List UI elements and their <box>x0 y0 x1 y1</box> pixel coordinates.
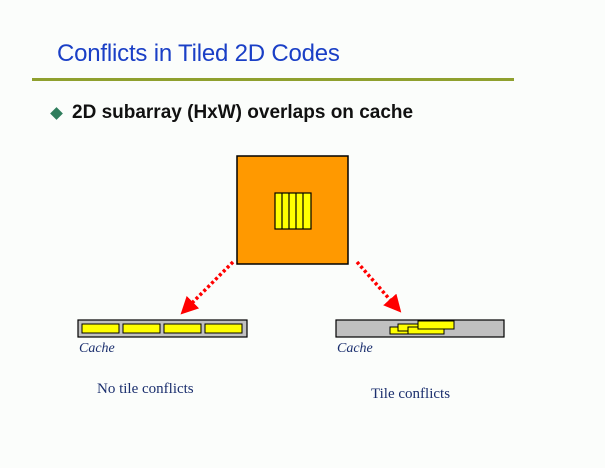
conflicts-caption: Tile conflicts <box>371 386 451 402</box>
cache-no-conflict <box>77 319 248 338</box>
slide-title: Conflicts in Tiled 2D Codes <box>57 40 340 67</box>
title-underline <box>32 78 514 81</box>
arrow-right <box>355 260 402 313</box>
left-cache-label: Cache <box>79 341 115 356</box>
arrow-left <box>180 260 235 315</box>
cache-with-conflicts <box>335 319 505 338</box>
no-conflicts-caption: No tile conflicts <box>97 381 194 397</box>
bullet-text: 2D subarray (HxW) overlaps on cache <box>72 102 414 123</box>
right-cache-label: Cache <box>337 341 373 356</box>
subarray-tile <box>274 192 312 230</box>
